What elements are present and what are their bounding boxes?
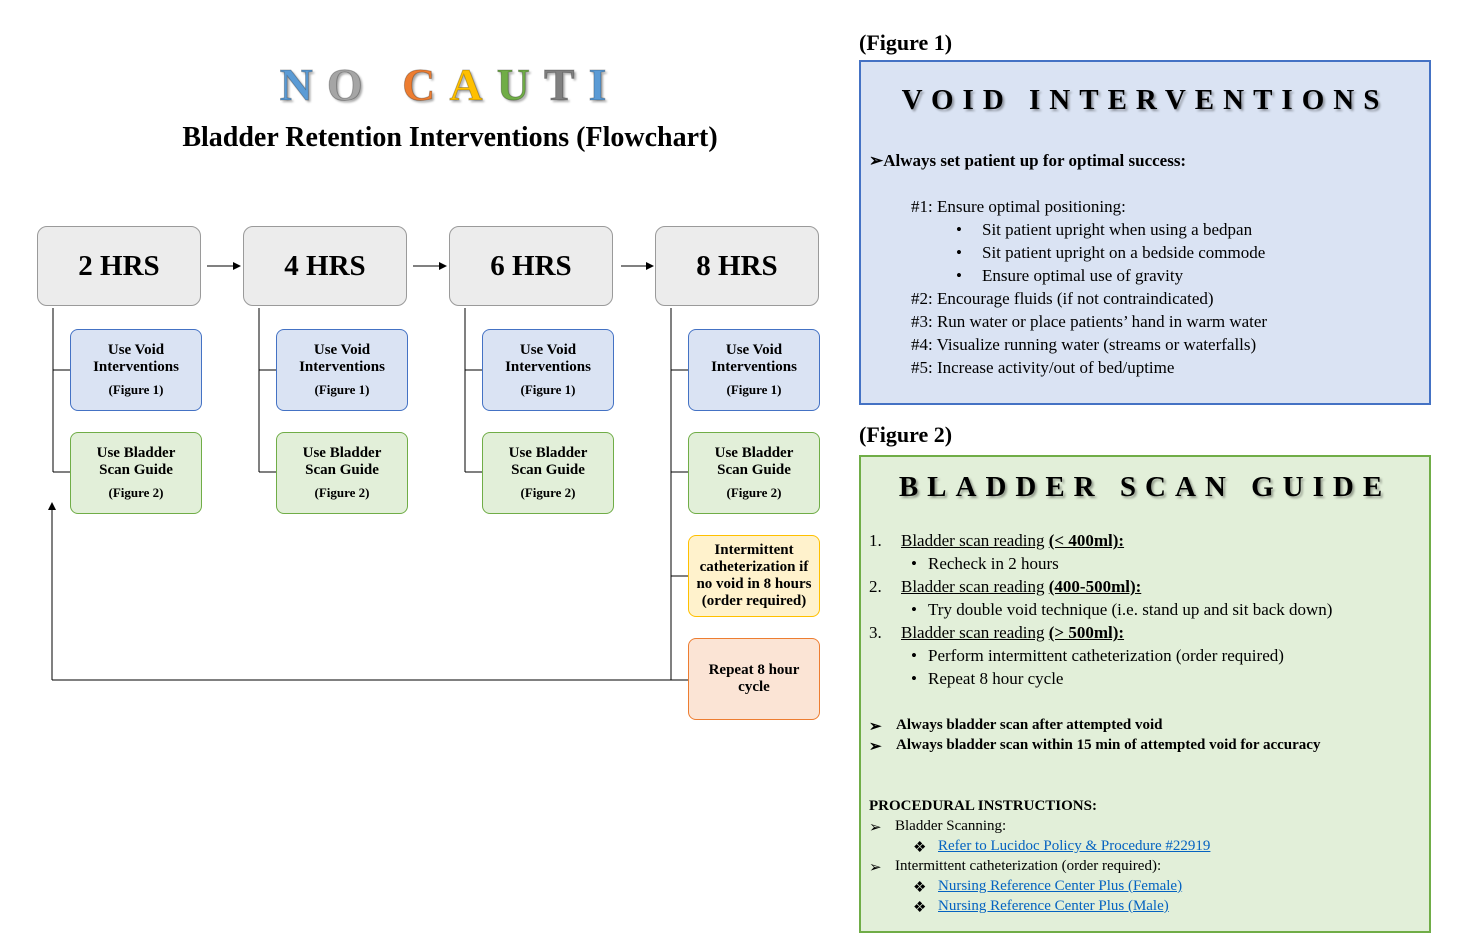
- procedure-catheterization: ➢Intermittent catheterization (order req…: [869, 858, 1162, 876]
- step-4-hrs: 4 HRS: [243, 226, 407, 306]
- logo-title: NO CAUTI: [0, 58, 900, 111]
- procedural-heading: PROCEDURAL INSTRUCTIONS:: [869, 798, 1097, 814]
- reading-3: 3. Bladder scan reading (> 500ml):: [869, 623, 1125, 642]
- reading-3-action-2: •Repeat 8 hour cycle: [911, 669, 1064, 688]
- intervention-5: #5: Increase activity/out of bed/uptime: [911, 358, 1175, 377]
- bullet-3: •Ensure optimal use of gravity: [956, 266, 1184, 285]
- intervention-2: #2: Encourage fluids (if not contraindic…: [911, 289, 1214, 308]
- lead-line: ➢Always set patient up for optimal succe…: [869, 151, 1187, 170]
- lucidoc-policy-link[interactable]: Refer to Lucidoc Policy & Procedure #229…: [938, 838, 1211, 854]
- diamond-bullet-icon: ❖: [913, 840, 927, 856]
- procedure-link-row-1: ❖ Refer to Lucidoc Policy & Procedure #2…: [913, 838, 1210, 857]
- arrow-bullet-icon: ➢: [869, 151, 884, 170]
- bullet-1: •Sit patient upright when using a bedpan: [956, 220, 1253, 239]
- logo-letter: U: [496, 59, 544, 111]
- reading-3-action-1: •Perform intermittent catheterization (o…: [911, 646, 1284, 665]
- intervention-1: #1: Ensure optimal positioning:: [911, 197, 1126, 216]
- arrow-bullet-icon: ➢: [869, 820, 882, 836]
- flow-connectors: [48, 262, 688, 681]
- dot-bullet-icon: •: [911, 669, 917, 688]
- step-6-hrs: 6 HRS: [449, 226, 613, 306]
- intervention-4: #4: Visualize running water (streams or …: [911, 335, 1257, 354]
- arrow-bullet-icon: ➢: [869, 860, 882, 876]
- repeat-cycle-box: Repeat 8 hour cycle: [688, 638, 820, 720]
- dot-bullet-icon: •: [911, 600, 917, 619]
- bladder-scan-guide-panel: BLADDER SCAN GUIDE 1. Bladder scan readi…: [859, 455, 1431, 933]
- procedure-link-row-2: ❖ Nursing Reference Center Plus (Female): [913, 878, 1182, 897]
- bullet-2: •Sit patient upright on a bedside commod…: [956, 243, 1266, 262]
- arrow-bullet-icon: ➢: [869, 719, 882, 735]
- dot-bullet-icon: •: [956, 220, 962, 239]
- bladder-scan-guide-title: BLADDER SCAN GUIDE: [898, 471, 1392, 503]
- diamond-bullet-icon: ❖: [913, 880, 927, 896]
- procedure-bladder-scanning: ➢Bladder Scanning:: [869, 818, 1007, 836]
- logo-letter: I: [588, 59, 621, 111]
- arrow-bullet-icon: ➢: [869, 739, 882, 755]
- catheterization-box: Intermittent catheterization if no void …: [688, 535, 820, 617]
- figure-2-label: (Figure 2): [859, 422, 953, 447]
- dot-bullet-icon: •: [956, 266, 962, 285]
- void-interventions-title: VOID INTERVENTIONS: [901, 84, 1389, 116]
- always-note-1: ➢Always bladder scan after attempted voi…: [869, 717, 1163, 735]
- dot-bullet-icon: •: [911, 554, 917, 573]
- nursing-ref-female-link[interactable]: Nursing Reference Center Plus (Female): [938, 878, 1183, 894]
- dot-bullet-icon: •: [956, 243, 962, 262]
- logo-letter: N: [279, 59, 327, 111]
- page-subtitle: Bladder Retention Interventions (Flowcha…: [182, 122, 718, 153]
- reading-2-action-1: •Try double void technique (i.e. stand u…: [911, 600, 1333, 619]
- step-2-hrs: 2 HRS: [37, 226, 201, 306]
- step-8-hrs: 8 HRS: [655, 226, 819, 306]
- dot-bullet-icon: •: [911, 646, 917, 665]
- void-interventions-panel: VOID INTERVENTIONS ➢Always set patient u…: [859, 60, 1431, 405]
- reading-1-action-1: •Recheck in 2 hours: [911, 554, 1059, 573]
- always-note-2: ➢Always bladder scan within 15 min of at…: [869, 737, 1321, 755]
- intervention-3: #3: Run water or place patients’ hand in…: [911, 312, 1268, 331]
- logo-letter: C: [402, 59, 450, 111]
- logo-letter: O: [326, 59, 377, 111]
- reading-2: 2. Bladder scan reading (400-500ml):: [869, 577, 1142, 596]
- nursing-ref-male-link[interactable]: Nursing Reference Center Plus (Male): [938, 898, 1169, 914]
- diamond-bullet-icon: ❖: [913, 900, 927, 916]
- procedure-link-row-3: ❖ Nursing Reference Center Plus (Male): [913, 898, 1169, 917]
- logo-letter: T: [543, 59, 589, 111]
- reading-1: 1. Bladder scan reading (< 400ml):: [869, 531, 1125, 550]
- logo-letter: A: [449, 59, 497, 111]
- figure-1-label: (Figure 1): [859, 30, 953, 55]
